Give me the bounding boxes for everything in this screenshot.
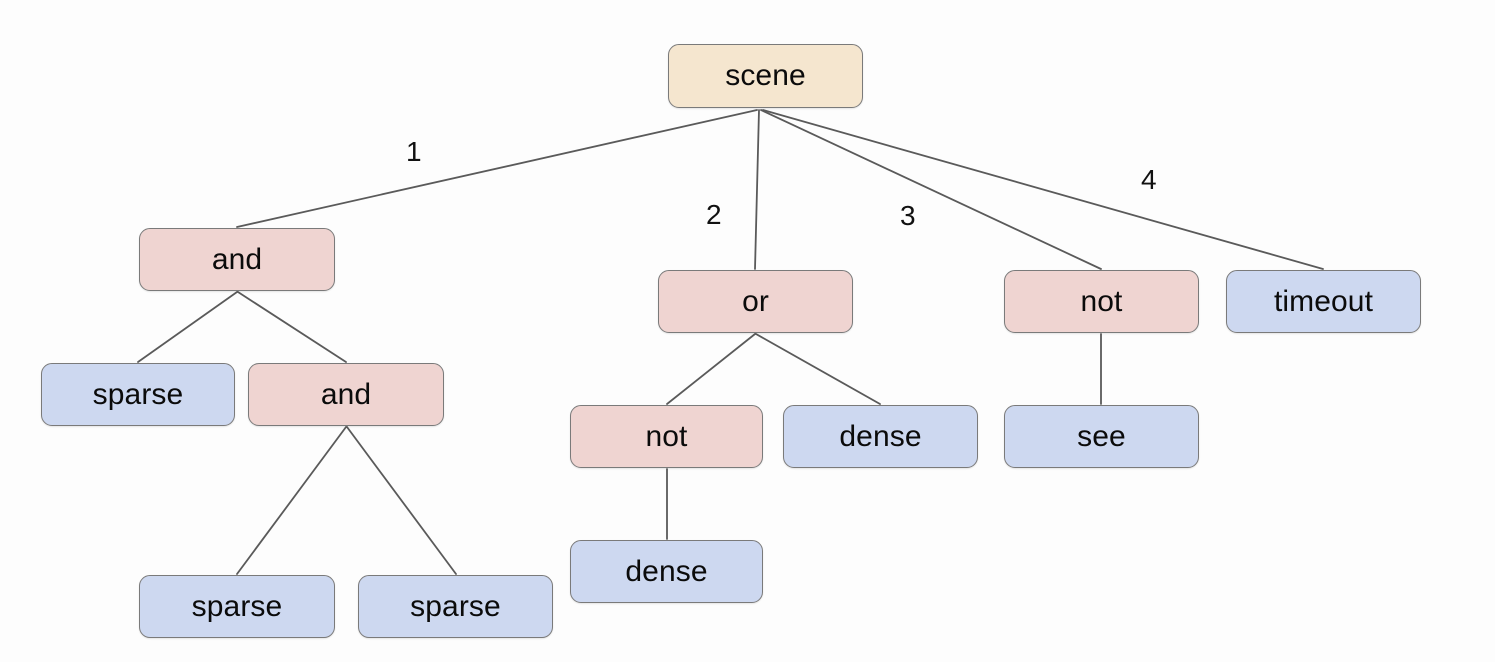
tree-edge-and2-to-sparse2 bbox=[236, 426, 347, 575]
tree-node-dense2[interactable]: dense bbox=[570, 540, 763, 603]
tree-node-not2[interactable]: not bbox=[570, 405, 763, 468]
edge-label-3: 3 bbox=[900, 200, 916, 231]
tree-edge-scene-to-not1 bbox=[760, 109, 1102, 270]
tree-edge-scene-to-or1 bbox=[754, 109, 760, 270]
tree-edge-or1-to-not2 bbox=[666, 333, 756, 405]
tree-edge-or1-to-dense1 bbox=[755, 333, 881, 405]
tree-node-sparse3[interactable]: sparse bbox=[358, 575, 553, 638]
edge-label-1: 1 bbox=[406, 136, 422, 167]
tree-node-sparse1[interactable]: sparse bbox=[41, 363, 235, 426]
tree-node-and2[interactable]: and bbox=[248, 363, 444, 426]
tree-node-and1[interactable]: and bbox=[139, 228, 335, 291]
tree-node-see1[interactable]: see bbox=[1004, 405, 1199, 468]
tree-edge-scene-to-timeout1 bbox=[762, 109, 1324, 270]
edge-label-2: 2 bbox=[706, 199, 722, 230]
tree-node-or1[interactable]: or bbox=[658, 270, 853, 333]
tree-edge-and2-to-sparse3 bbox=[346, 426, 457, 575]
tree-edge-and1-to-sparse1 bbox=[137, 291, 238, 363]
tree-node-sparse2[interactable]: sparse bbox=[139, 575, 335, 638]
tree-edge-scene-to-and1 bbox=[236, 109, 758, 228]
edge-label-4: 4 bbox=[1141, 164, 1157, 195]
tree-node-scene[interactable]: scene bbox=[668, 44, 863, 108]
tree-edge-and1-to-and2 bbox=[237, 291, 347, 363]
tree-node-dense1[interactable]: dense bbox=[783, 405, 978, 468]
tree-node-not1[interactable]: not bbox=[1004, 270, 1199, 333]
tree-node-timeout1[interactable]: timeout bbox=[1226, 270, 1421, 333]
